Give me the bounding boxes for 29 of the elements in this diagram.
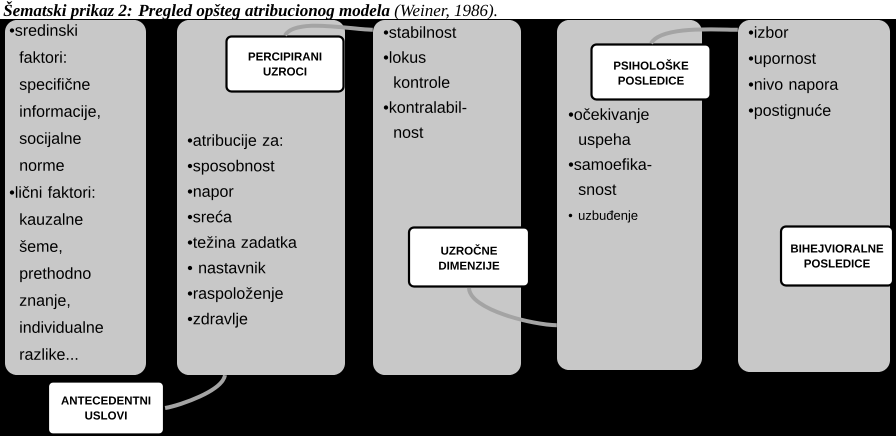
- heading-box: PSIHOLOŠKE POSLEDICE: [590, 43, 712, 101]
- bullet-item: •nivo napora: [748, 78, 838, 94]
- bullet-item: • uzbuđenje: [568, 210, 638, 223]
- bullet-item: •zdravlje: [188, 312, 248, 328]
- bullet-item: •upornost: [748, 53, 816, 68]
- bullet-item: • nastavnik: [188, 262, 266, 274]
- heading-box: ANTECEDENTNI USLOVI: [46, 380, 166, 436]
- connector-arc: [467, 287, 557, 328]
- bullet-item: •stabilnost: [384, 26, 456, 38]
- title: Šematski prikaz 2: Pregled opšteg atribucionog modela (Weiner, 1986).: [4, 1, 496, 20]
- bullet-item: •napor: [188, 188, 234, 200]
- bullet-item: •lični faktori: kauzalne šeme, prethodno znanje, individualne razlike...: [10, 186, 103, 360]
- bullet-item: •raspoloženje: [188, 287, 283, 302]
- heading-box: PERCIPIRANI UZROCI: [225, 35, 345, 93]
- heading-box: BIHEJVIORALNE POSLEDICE: [780, 225, 894, 287]
- connector-arc: [650, 27, 738, 45]
- bullet-item: •težina zadatka: [188, 236, 297, 248]
- bullet-item: •očekivanje uspeha: [568, 108, 649, 148]
- heading-box: UZROČNE DIMENZIJE: [408, 226, 530, 288]
- bullet-item: •sposobnost: [188, 160, 274, 175]
- connector-arc: [164, 374, 227, 410]
- bullet-item: •kontralabil-nost: [384, 101, 466, 138]
- bullet-item: •postignuće: [748, 104, 830, 120]
- bullet-item: •izbor: [748, 26, 788, 38]
- bullet-item: •sredinski faktori: specifične informacije, socijalne norme: [10, 24, 100, 171]
- bullet-item: •atribucije za:: [188, 134, 282, 150]
- bullet-item: •lokus kontrole: [384, 51, 450, 88]
- bullet-item: •samoefika-snost: [568, 158, 652, 195]
- bullet-item: •sreća: [188, 210, 232, 222]
